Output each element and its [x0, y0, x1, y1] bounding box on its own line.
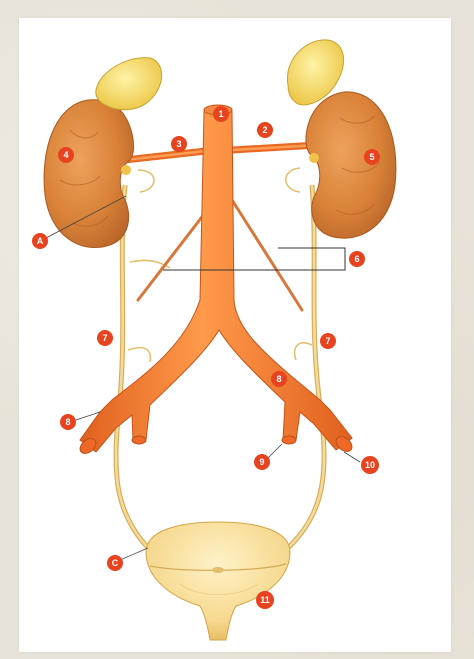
- callout-3: 3: [171, 136, 187, 152]
- right-kidney: [306, 92, 396, 238]
- callout-7-right-label: 7: [325, 336, 330, 346]
- callout-8-left: 8: [60, 414, 76, 430]
- callout-10: 10: [361, 456, 379, 474]
- callout-a-label: A: [37, 236, 44, 246]
- callout-10-label: 10: [365, 460, 375, 470]
- callout-11: 11: [256, 591, 274, 609]
- diagram-card: 1 2 3 4 5 A 6: [19, 18, 451, 652]
- callout-c-label: C: [112, 558, 119, 568]
- callout-4-label: 4: [63, 150, 68, 160]
- callout-4: 4: [58, 147, 74, 163]
- callout-1-label: 1: [218, 109, 223, 119]
- callout-8-right-label: 8: [276, 374, 281, 384]
- left-ureter: [116, 185, 148, 548]
- callout-2-label: 2: [262, 125, 267, 135]
- callout-7-left-label: 7: [102, 333, 107, 343]
- callout-9: 9: [254, 454, 270, 470]
- callout-8-right: 8: [271, 371, 287, 387]
- urinary-system-diagram: 1 2 3 4 5 A 6: [19, 18, 451, 652]
- urinary-bladder: [146, 522, 290, 640]
- callout-11-label: 11: [260, 595, 270, 605]
- callout-6-label: 6: [354, 254, 359, 264]
- callout-5-label: 5: [369, 152, 374, 162]
- callout-8-left-label: 8: [65, 417, 70, 427]
- callout-7-right: 7: [320, 333, 336, 349]
- callout-3-label: 3: [176, 139, 181, 149]
- callout-2: 2: [257, 122, 273, 138]
- label-6-bracket: [163, 248, 345, 270]
- right-ureter: [288, 185, 324, 548]
- callout-5: 5: [364, 149, 380, 165]
- callout-6: 6: [349, 251, 365, 267]
- callout-7-left: 7: [97, 330, 113, 346]
- callout-c: C: [107, 555, 123, 571]
- callout-9-label: 9: [259, 457, 264, 467]
- left-adrenal-gland: [96, 58, 162, 110]
- left-kidney: [44, 100, 134, 248]
- callout-1: 1: [213, 106, 229, 122]
- callout-a: A: [32, 233, 48, 249]
